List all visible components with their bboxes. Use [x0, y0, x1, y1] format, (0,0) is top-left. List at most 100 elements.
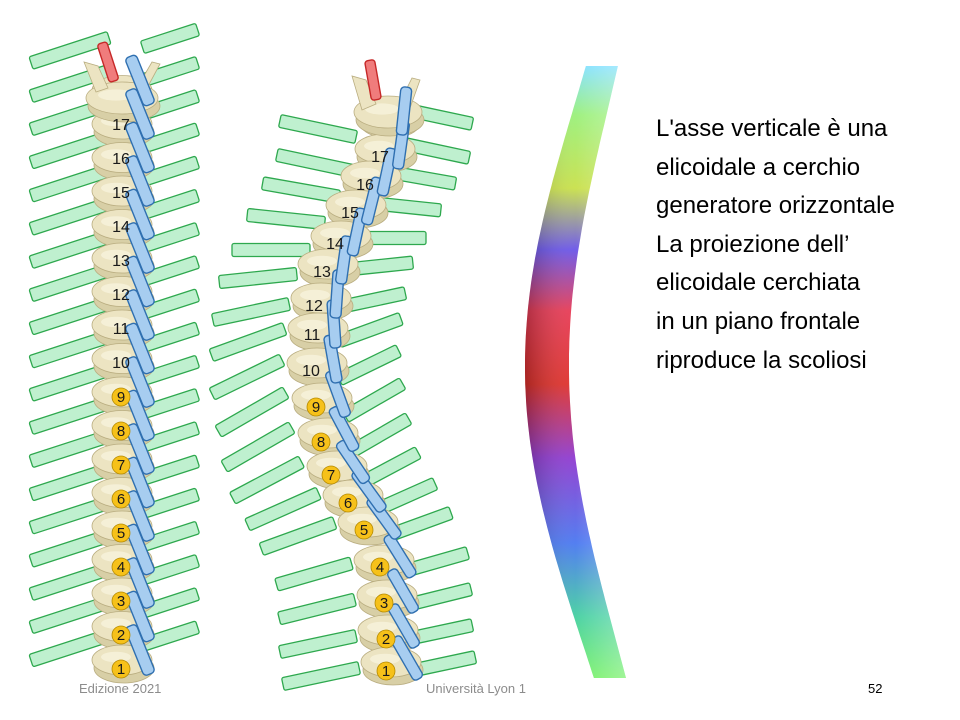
svg-text:1: 1: [382, 663, 390, 680]
transverse-bar-left: [231, 242, 311, 258]
text-line: elicoidale a cerchio: [656, 153, 861, 181]
svg-text:16: 16: [356, 177, 374, 194]
axis-segment: [125, 523, 155, 576]
axis-segment: [125, 490, 155, 542]
vertebra-label: 16: [112, 151, 130, 168]
vertebra-label: 9: [306, 397, 326, 417]
slide-text: L'asse verticale è una elicoidale a cerc…: [656, 110, 956, 380]
svg-text:4: 4: [117, 559, 125, 576]
text-line: elicoidale cerchiata: [656, 269, 861, 297]
vertebra-label: 15: [341, 205, 359, 222]
axis-segment: [125, 389, 155, 442]
transverse-bar-left: [274, 556, 354, 592]
svg-text:9: 9: [117, 389, 125, 406]
svg-text:1: 1: [117, 661, 125, 678]
transverse-bar-left: [278, 114, 358, 144]
axis-top-segment: [364, 59, 382, 101]
svg-text:4: 4: [376, 559, 384, 576]
vertebra-label: 13: [313, 264, 331, 281]
helix-ribbon-shading: [525, 66, 626, 678]
transverse-bar-left: [209, 322, 287, 362]
svg-text:5: 5: [117, 525, 125, 542]
axis-segment: [125, 88, 155, 140]
vertebra-label: 14: [326, 236, 344, 253]
spine-straight-axis: [97, 41, 155, 676]
vertebra-label: 7: [111, 455, 131, 475]
transverse-bar-left: [246, 208, 326, 230]
vertebra-label: 5: [111, 523, 131, 543]
axis-top-segment: [97, 41, 119, 83]
axis-segment: [125, 423, 155, 475]
svg-text:3: 3: [380, 595, 388, 612]
transverse-bar-left: [28, 31, 112, 70]
svg-text:14: 14: [112, 219, 130, 236]
axis-segment: [125, 155, 155, 207]
transverse-bar-left: [259, 516, 337, 556]
svg-text:10: 10: [302, 363, 320, 380]
axis-segment: [125, 289, 155, 341]
svg-text:2: 2: [117, 627, 125, 644]
vertebra-label: 13: [112, 253, 130, 270]
vertebra-label: 15: [112, 185, 130, 202]
axis-segment: [125, 590, 155, 643]
footer-institution: Università Lyon 1: [426, 681, 526, 696]
axis-segment: [125, 456, 155, 509]
axis-segment: [125, 255, 155, 308]
axis-segment: [125, 188, 155, 241]
spine-straight-bars: [28, 23, 200, 667]
axis-segment: [125, 356, 155, 408]
vertebra-label: 17: [112, 117, 130, 134]
transverse-bar-left: [244, 487, 322, 531]
vertebra-label: 6: [338, 493, 358, 513]
axis-segment: [395, 86, 413, 136]
axis-segment: [383, 533, 417, 579]
vertebra-label: 5: [354, 520, 374, 540]
transverse-bar-left: [221, 421, 295, 473]
svg-text:12: 12: [305, 298, 323, 315]
svg-text:9: 9: [312, 399, 320, 416]
transverse-bar-left: [215, 386, 289, 438]
transverse-bar-left: [278, 629, 358, 659]
transverse-bar-left: [277, 593, 357, 625]
vertebra-label: 3: [374, 593, 394, 613]
text-line: riproduce la scoliosi: [656, 346, 867, 374]
text-line: generatore orizzontale: [656, 192, 895, 220]
spine-scoliotic-bars: [209, 103, 477, 691]
vertebra-label: 12: [305, 298, 323, 315]
transverse-bar-left: [218, 267, 298, 289]
axis-segment: [125, 54, 155, 107]
svg-text:6: 6: [117, 491, 125, 508]
transverse-bar-left: [229, 456, 305, 504]
vertebra-label: 14: [112, 219, 130, 236]
vertebra-label: 7: [321, 465, 341, 485]
axis-segment: [387, 568, 419, 614]
footer-edition: Edizione 2021: [79, 681, 162, 696]
vertebra-label: 10: [112, 355, 130, 372]
vertebra-label: 2: [376, 629, 396, 649]
vertebra-label: 12: [112, 287, 130, 304]
svg-text:11: 11: [113, 321, 130, 338]
vertebra-label: 11: [113, 321, 130, 338]
svg-text:14: 14: [326, 236, 344, 253]
axis-segment: [328, 405, 360, 453]
vertebra-label: 8: [311, 432, 331, 452]
svg-text:8: 8: [117, 423, 125, 440]
svg-text:17: 17: [112, 117, 130, 134]
vertebra-label: 2: [111, 625, 131, 645]
axis-segment: [125, 222, 155, 274]
axis-segment: [125, 557, 155, 609]
vertebra-label: 10: [302, 363, 320, 380]
svg-text:7: 7: [117, 457, 125, 474]
vertebra-label: 1: [376, 661, 396, 681]
svg-text:6: 6: [344, 495, 352, 512]
svg-text:17: 17: [371, 149, 389, 166]
vertebra-label: 17: [371, 149, 389, 166]
spine-scoliotic-axis: [323, 59, 423, 681]
svg-text:15: 15: [112, 185, 130, 202]
svg-text:7: 7: [327, 467, 335, 484]
transverse-bar-left: [211, 297, 291, 327]
